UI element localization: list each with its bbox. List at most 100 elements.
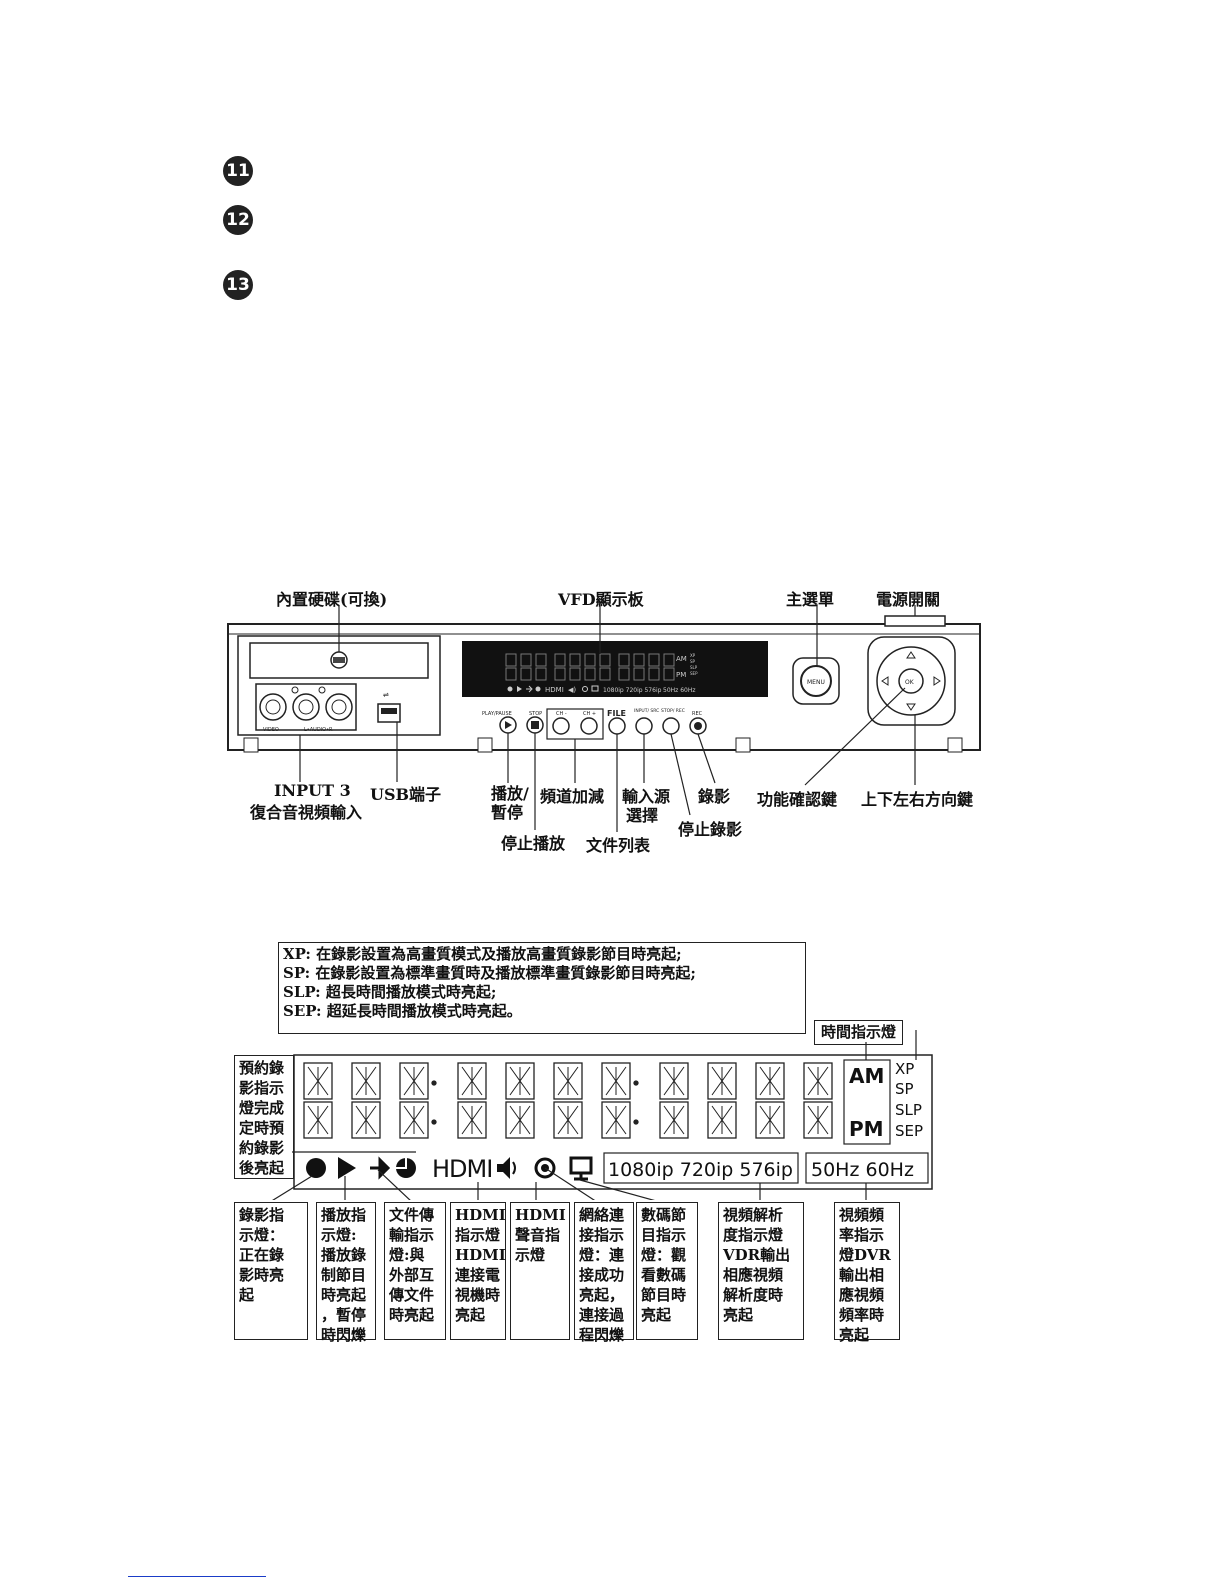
- network-icon: [534, 1157, 556, 1179]
- indicator-note-line: 播放錄: [321, 1246, 367, 1264]
- stop-rec-text: STOP/ REC: [661, 708, 685, 714]
- indicator-note-line: 輸出相: [839, 1266, 885, 1284]
- indicator-note-line: 網絡連: [579, 1206, 625, 1224]
- indicator-note-line: 亮起: [641, 1306, 672, 1324]
- digit-segment: [707, 1062, 737, 1100]
- digit-segment: [659, 1062, 689, 1100]
- indicator-note-line: 燈DVR: [839, 1246, 891, 1264]
- indicator-note-line: 制節目: [321, 1266, 367, 1284]
- indicator-note-line: 連接過: [579, 1306, 625, 1324]
- digit-segment: [303, 1101, 333, 1139]
- menu-button[interactable]: [800, 665, 832, 697]
- timer-note-line: 後亮起: [239, 1159, 285, 1177]
- indicator-note-line: 聲音指: [515, 1226, 561, 1244]
- indicator-note-line: 視頻解析: [723, 1206, 784, 1224]
- digit-segment: [303, 1062, 333, 1100]
- label-power: 電源開關: [876, 590, 941, 609]
- label-file: 文件列表: [586, 836, 651, 855]
- label-input3: INPUT 3: [274, 781, 351, 800]
- indicator-note-line: 應視頻: [839, 1286, 885, 1304]
- indicator-note-line: 時閃爍: [321, 1326, 367, 1344]
- digit-segment: [505, 1062, 535, 1100]
- badge-12: 12: [223, 205, 253, 235]
- indicator-note-line: 節目時: [641, 1286, 687, 1304]
- mini-sep: SEP: [690, 671, 698, 676]
- svg-text:⇌: ⇌: [383, 691, 389, 699]
- resolution-indicators: 1080ip 720ip 576ip: [608, 1159, 793, 1181]
- indicator-note: 文件傳輸指示燈:與外部互傳文件時亮起: [384, 1202, 446, 1340]
- timer-note-line: 影指示: [239, 1079, 285, 1097]
- indicator-note-line: 燈:與: [389, 1246, 425, 1264]
- mode-sep: SEP: [895, 1122, 923, 1140]
- indicator-note-line: 程閃爍: [579, 1326, 625, 1344]
- indicator-note-line: 傳文件: [389, 1286, 435, 1304]
- timer-note-line: 定時預: [239, 1119, 285, 1137]
- digit-segment: [803, 1101, 833, 1139]
- mini-slp: SLP: [690, 665, 698, 670]
- indicator-note-line: 文件傳: [389, 1206, 435, 1224]
- indicator-note-line: 亮起，: [579, 1286, 625, 1304]
- indicator-note: 網絡連接指示燈：連接成功亮起，連接過程閃爍: [574, 1202, 634, 1344]
- modes-legend: XP: 在錄影設置為高畫質模式及播放高畫質錄影節目時亮起; SP: 在錄影設置為…: [278, 942, 806, 1034]
- label-channel: 頻道加減: [540, 787, 605, 806]
- badge-11: 11: [223, 156, 253, 186]
- digit-segment: [351, 1062, 381, 1100]
- indicator-note-line: 指示燈: [455, 1226, 501, 1244]
- indicator-note-line: 正在錄: [239, 1246, 285, 1264]
- input-source-button[interactable]: [635, 717, 653, 735]
- indicator-note-line: 起: [239, 1286, 255, 1304]
- label-arrows: 上下左右方向鍵: [861, 790, 974, 809]
- mini-res: 1080ip 720ip 576ip: [603, 687, 662, 694]
- mode-xp: XP: [895, 1060, 914, 1078]
- ch-minus-button[interactable]: [552, 717, 570, 735]
- file-text: FILE: [607, 709, 626, 718]
- label-source: 輸入源: [622, 787, 671, 806]
- digit-segment: [399, 1101, 429, 1139]
- digit-segment: [553, 1101, 583, 1139]
- label-stop: 停止播放: [501, 834, 566, 853]
- rec-text: REC: [692, 711, 703, 717]
- file-button[interactable]: [608, 717, 626, 735]
- mini-am: AM: [676, 655, 687, 663]
- indicator-note-line: 數碼節: [641, 1206, 687, 1224]
- digit-segment: [553, 1062, 583, 1100]
- mode-slp: SLP: [895, 1101, 922, 1119]
- ok-button[interactable]: [898, 668, 924, 694]
- indicator-note-line: 目指示: [641, 1226, 687, 1244]
- label-usb: USB端子: [370, 785, 442, 804]
- digit-segment: [755, 1101, 785, 1139]
- mini-pm: PM: [676, 671, 686, 679]
- indicator-note-line: 亮起: [455, 1306, 486, 1324]
- play-icon: [338, 1157, 356, 1179]
- indicator-note-line: 亮起: [839, 1326, 870, 1344]
- badge-13: 13: [223, 270, 253, 300]
- mini-sp: SP: [690, 659, 696, 664]
- legend-slp: SLP: 超長時間播放模式時亮起;: [283, 983, 497, 1001]
- play-pause-text: PLAY/PAUSE: [482, 711, 512, 717]
- label-ok: 功能確認鍵: [757, 790, 838, 809]
- label-select: 選擇: [626, 806, 659, 825]
- frequency-indicators: 50Hz 60Hz: [811, 1159, 914, 1181]
- speaker-icon: [497, 1157, 510, 1179]
- stop-rec-button[interactable]: [662, 717, 680, 735]
- digit-segment: [399, 1062, 429, 1100]
- indicator-note-line: 相應視頻: [723, 1266, 784, 1284]
- mode-sp: SP: [895, 1080, 914, 1098]
- indicator-note-line: 接指示: [579, 1226, 625, 1244]
- indicator-note-line: 解析度時: [723, 1286, 784, 1304]
- indicator-note-line: HDMI: [455, 1246, 506, 1264]
- indicator-note-line: 外部互: [389, 1266, 435, 1284]
- indicator-note-line: 燈：觀: [641, 1246, 687, 1264]
- transfer-icon: [370, 1156, 391, 1180]
- digit-segment: [659, 1101, 689, 1139]
- indicator-note-line: 連接電: [455, 1266, 501, 1284]
- label-composite: 復合音視頻輸入: [250, 803, 363, 822]
- digit-segment: [803, 1062, 833, 1100]
- legend-sep: SEP: 超延長時間播放模式時亮起。: [283, 1002, 522, 1020]
- indicator-note-line: 亮起: [723, 1306, 754, 1324]
- indicator-note: 數碼節目指示燈：觀看數碼節目時亮起: [636, 1202, 698, 1340]
- ch-plus-button[interactable]: [580, 717, 598, 735]
